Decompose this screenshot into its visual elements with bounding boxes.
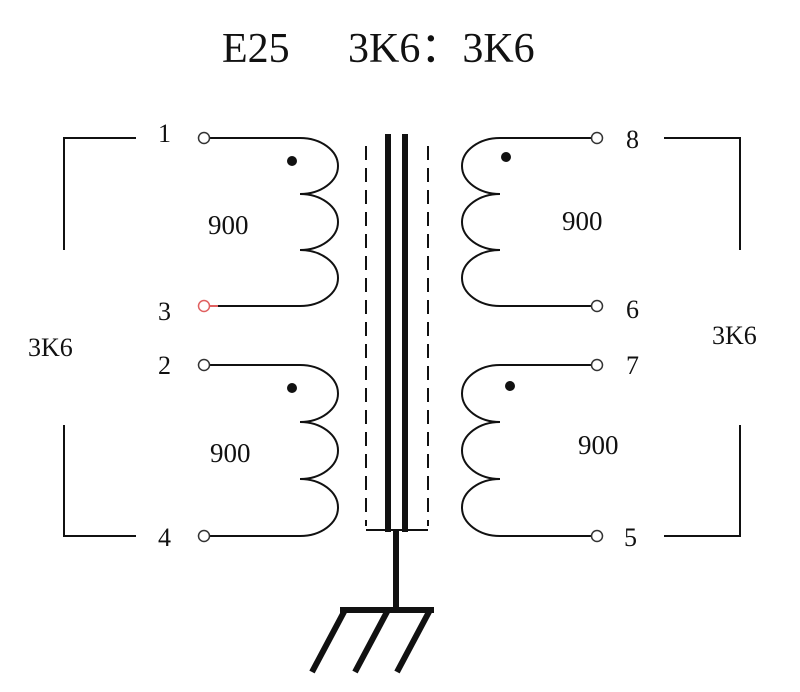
terminal-pin-2 [197, 358, 211, 372]
pin-label-5: 5 [624, 523, 637, 552]
pin-label-3: 3 [158, 297, 171, 326]
polarity-dot [501, 152, 511, 162]
ground-hatch-1 [309, 608, 348, 674]
terminal-pin-5 [590, 529, 604, 543]
polarity-dot [287, 383, 297, 393]
pin-label-4: 4 [158, 523, 171, 552]
terminal-pin-3 [197, 299, 211, 313]
pin-label-2: 2 [158, 351, 171, 380]
secondary-b-turns: 900 [578, 430, 619, 460]
secondary-winding-a [461, 137, 591, 307]
pin-label-6: 6 [626, 295, 639, 324]
polarity-dot [505, 381, 515, 391]
primary-winding-a [209, 137, 339, 307]
terminal-pin-1 [197, 131, 211, 145]
pin-label-7: 7 [626, 351, 639, 380]
secondary-winding-b [461, 364, 591, 537]
secondary-impedance-label: 3K6 [712, 321, 757, 350]
primary-b-turns: 900 [210, 438, 251, 468]
polarity-dot [287, 156, 297, 166]
primary-winding-b [209, 364, 339, 537]
secondary-a-turns: 900 [562, 206, 603, 236]
primary-bracket-bottom [63, 425, 136, 537]
primary-impedance-label: 3K6 [28, 333, 73, 362]
secondary-bracket-top [664, 137, 741, 250]
pin-label-8: 8 [626, 125, 639, 154]
primary-a-turns: 900 [208, 210, 249, 240]
terminal-pin-4 [197, 529, 211, 543]
primary-bracket-top [63, 137, 136, 250]
terminal-pin-7 [590, 358, 604, 372]
pin-label-1: 1 [158, 119, 171, 148]
ground-hatch-2 [352, 608, 391, 674]
secondary-bracket-bottom [664, 425, 741, 537]
title-ratio: 3K6：3K6 [348, 26, 535, 72]
terminal-pin-6 [590, 299, 604, 313]
terminal-pin-8 [590, 131, 604, 145]
title-core: E25 [222, 26, 290, 72]
ground-hatch-3 [394, 608, 433, 674]
